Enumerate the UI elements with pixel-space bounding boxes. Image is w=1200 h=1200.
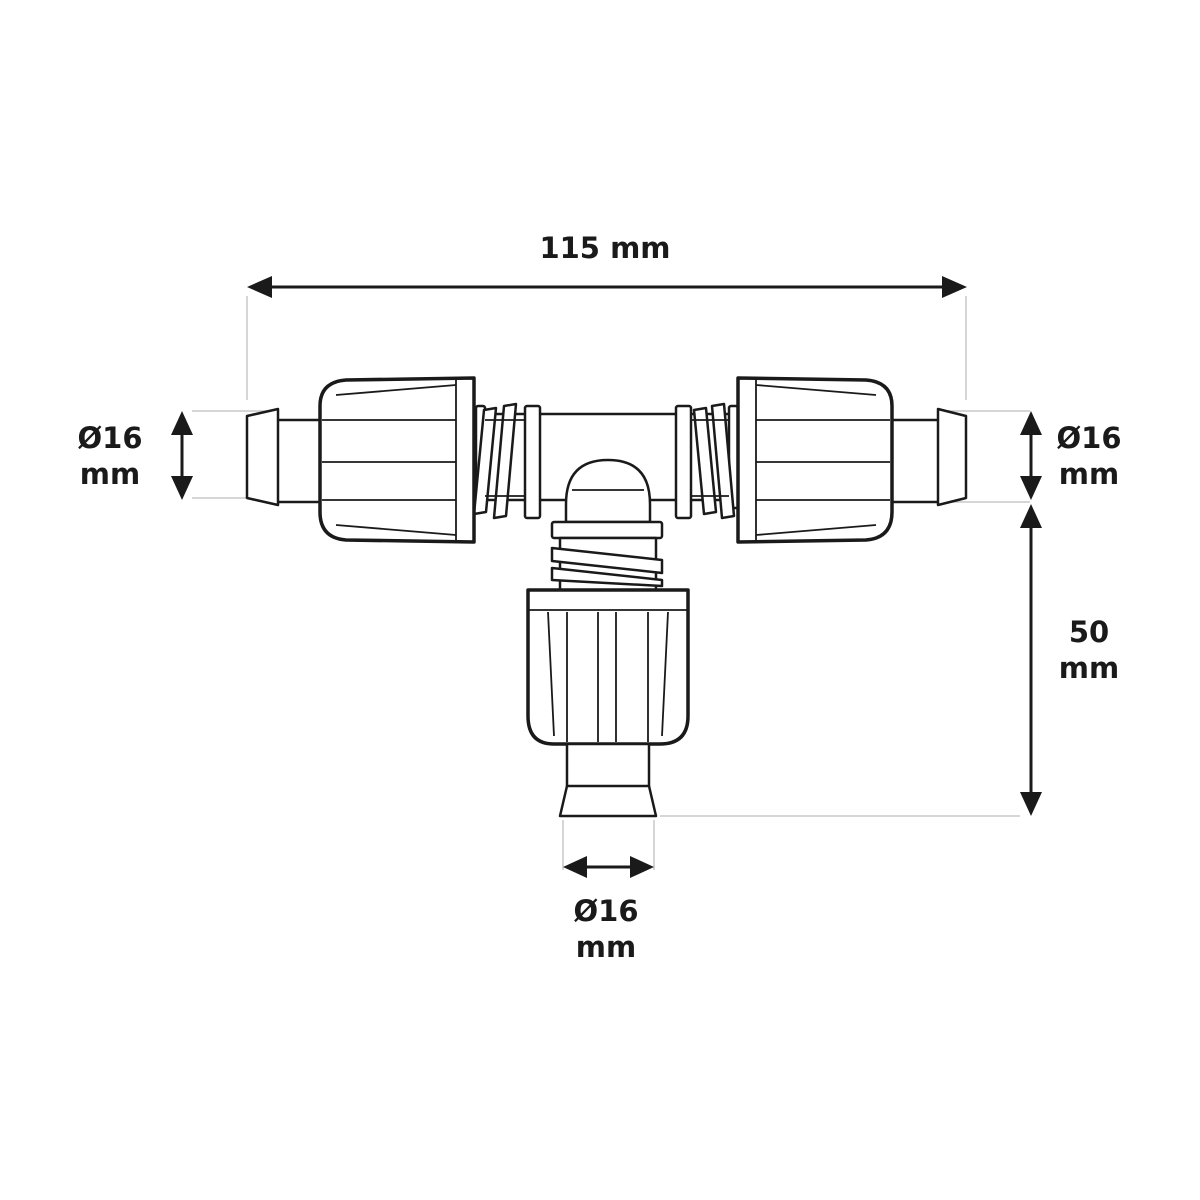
overall-length-label: 115 mm — [500, 230, 710, 266]
right-diameter-unit: mm — [1058, 457, 1120, 491]
dimension-arrow-right-diameter — [1020, 411, 1042, 500]
left-barb — [245, 407, 328, 507]
right-barb — [886, 407, 968, 507]
right-diameter-label: Ø16 mm — [1039, 420, 1139, 492]
bottom-diameter-label: Ø16 mm — [556, 893, 656, 965]
bottom-barb — [558, 742, 658, 818]
branch-height-label: 50 mm — [1039, 614, 1139, 686]
bottom-diameter-value: Ø16 — [573, 894, 639, 928]
branch-thread — [550, 520, 664, 592]
bottom-diameter-unit: mm — [575, 930, 637, 964]
branch-lock-nut — [526, 588, 690, 746]
branch-height-value: 50 — [1068, 615, 1110, 649]
extension-lines — [192, 296, 1030, 870]
left-diameter-unit: mm — [79, 457, 141, 491]
dimension-arrow-bottom-diameter — [563, 856, 654, 878]
dimension-arrow-overall-length — [247, 276, 967, 298]
branch-dome — [564, 458, 652, 524]
right-lock-nut — [736, 376, 894, 544]
left-diameter-label: Ø16 mm — [60, 420, 160, 492]
right-thread — [674, 402, 740, 520]
dimension-arrow-branch-height — [1020, 504, 1042, 816]
right-diameter-value: Ø16 — [1056, 421, 1122, 455]
left-thread — [472, 402, 542, 520]
left-lock-nut — [318, 376, 476, 544]
overall-length-text: 115 mm — [539, 231, 671, 265]
dimension-arrow-left-diameter — [171, 411, 193, 500]
left-diameter-value: Ø16 — [77, 421, 143, 455]
branch-height-unit: mm — [1058, 651, 1120, 685]
